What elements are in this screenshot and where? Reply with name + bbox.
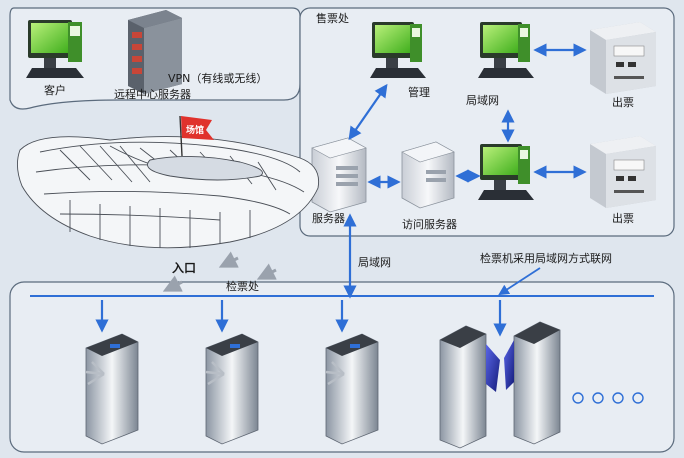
note-pointer (498, 267, 541, 296)
flap-gate-icon (439, 321, 561, 449)
printer-bottom-icon (590, 136, 656, 208)
turnstile-icon (205, 333, 259, 445)
link-mgmt-server (348, 83, 388, 141)
entry-arrow-2 (218, 251, 239, 268)
client-computer-icon (26, 20, 84, 78)
printer-top-icon (590, 22, 656, 94)
print-ticket-2-label: 出票 (612, 211, 634, 225)
lan-computer-bottom-icon (478, 144, 534, 200)
server-rack-icon (128, 10, 182, 94)
checkpoint-label: 检票处 (226, 279, 259, 293)
lan-top-label: 局域网 (466, 94, 499, 107)
flag-icon: 场馆 (179, 115, 214, 157)
lan-computer-top-icon (478, 22, 534, 78)
server-tower-icon (311, 137, 367, 213)
entry-arrow-1 (256, 263, 277, 280)
management-computer-icon (370, 22, 426, 78)
access-server-icon (401, 141, 455, 209)
venue-flag-label: 场馆 (186, 124, 204, 136)
turnstile-icon (325, 333, 379, 445)
ticket-office-title: 售票处 (316, 11, 349, 25)
more-gates-indicator (572, 392, 644, 404)
stadium-icon (17, 136, 320, 249)
gate-network-note: 检票机采用局域网方式联网 (480, 251, 612, 265)
vpn-label: VPN（有线或无线） (168, 71, 267, 85)
access-server-label: 访问服务器 (402, 218, 457, 231)
management-label: 管理 (408, 85, 430, 99)
server-label: 服务器 (312, 212, 345, 225)
entrance-label: 入口 (172, 261, 196, 275)
entry-arrow-3 (162, 275, 183, 292)
lan-mid-label: 局域网 (358, 256, 391, 269)
print-ticket-1-label: 出票 (612, 95, 634, 109)
turnstile-icon (85, 333, 139, 445)
remote-server-label: 远程中心服务器 (114, 88, 191, 101)
client-label: 客户 (44, 83, 66, 97)
